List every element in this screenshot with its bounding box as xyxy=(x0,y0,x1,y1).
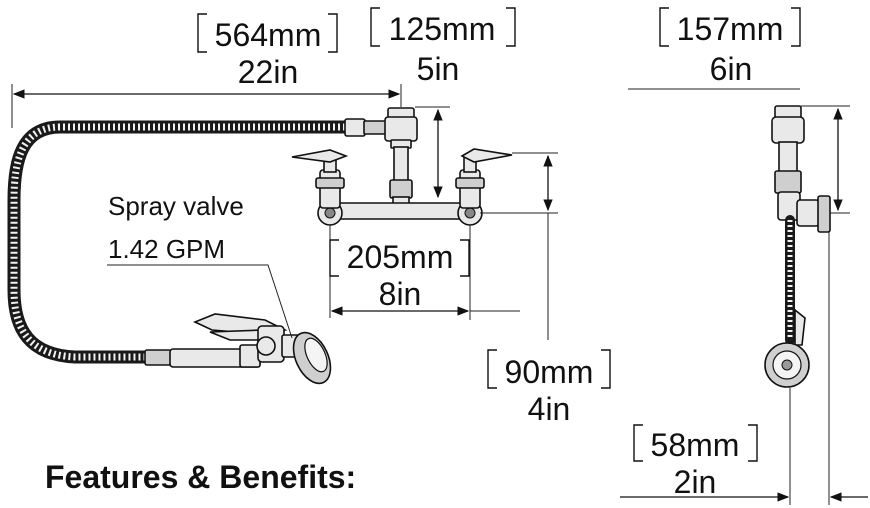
spray-valve xyxy=(144,313,332,385)
dim-wall-offset xyxy=(620,232,868,505)
dim-label-riser-in: 5in xyxy=(417,51,460,87)
side-view-drawing: 157mm 6in 58mm 2in xyxy=(620,7,868,505)
dim-hose-length xyxy=(11,84,402,128)
bracket-center-spacing xyxy=(329,239,470,277)
dim-label-riser-mm: 125mm xyxy=(389,11,496,47)
callout-leader xyxy=(107,264,293,339)
dim-label-offset-mm: 58mm xyxy=(651,427,740,463)
bracket-wall-offset xyxy=(633,424,758,462)
dim-label-height-in: 4in xyxy=(528,391,571,427)
dim-label-depth-in: 6in xyxy=(710,51,753,87)
dim-riser-height xyxy=(415,106,450,199)
right-valve-handle xyxy=(455,148,513,209)
hose-coupling-top xyxy=(344,118,366,137)
dim-side-depth xyxy=(628,88,850,214)
bracket-faucet-height xyxy=(487,349,611,389)
left-valve-handle xyxy=(291,149,349,209)
dim-label-height-mm: 90mm xyxy=(505,354,594,390)
dim-label-spacing-in: 8in xyxy=(379,276,422,312)
bracket-riser-height xyxy=(370,7,516,47)
section-heading: Features & Benefits: xyxy=(45,459,356,495)
dim-label-hose-mm: 564mm xyxy=(215,17,322,53)
bracket-side-depth xyxy=(659,7,801,47)
dim-label-depth-mm: 157mm xyxy=(677,11,784,47)
hose-nut-top xyxy=(363,120,387,135)
riser-assembly xyxy=(384,107,418,210)
dim-label-hose-in: 22in xyxy=(238,54,299,90)
bracket-hose-length xyxy=(197,13,338,53)
flexible-hose xyxy=(7,120,352,364)
callout-flow-rate: 1.42 GPM xyxy=(108,234,225,264)
dim-label-spacing-mm: 205mm xyxy=(347,239,454,275)
faucet-body xyxy=(317,200,483,226)
dim-label-offset-in: 2in xyxy=(674,464,717,500)
front-view-drawing: 564mm 22in 125mm 5in 205mm 8in xyxy=(7,7,611,495)
callout-spray-valve: Spray valve xyxy=(108,191,244,221)
dim-faucet-height xyxy=(480,152,558,340)
